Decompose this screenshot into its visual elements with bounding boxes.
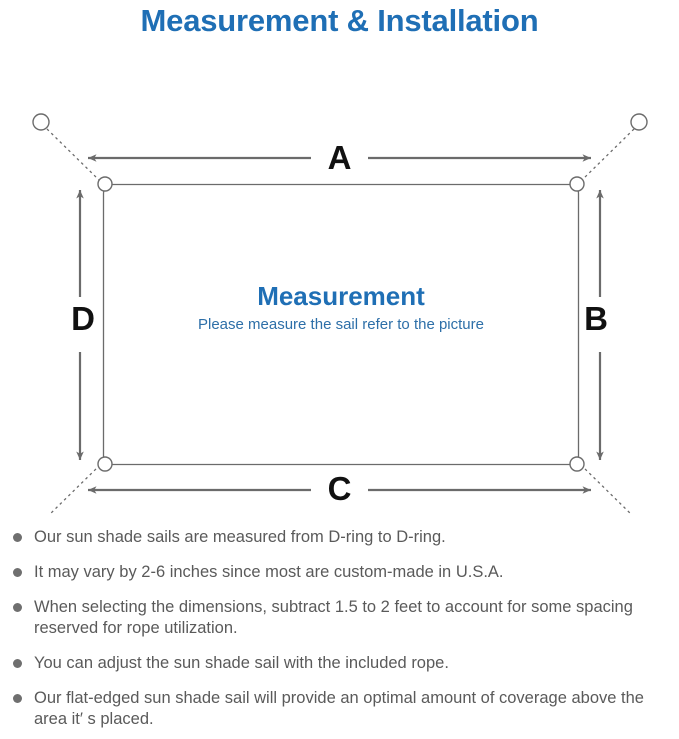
list-item: It may vary by 2-6 inches since most are… (10, 562, 665, 583)
d-ring-top-left-icon (97, 176, 113, 192)
diagram-canvas (32, 113, 648, 514)
note-text: Our sun shade sails are measured from D-… (34, 528, 446, 546)
anchor-top-left-icon (32, 113, 50, 131)
rope-top-left (46, 128, 101, 182)
note-text: Our flat-edged sun shade sail will provi… (34, 689, 644, 728)
note-text: When selecting the dimensions, subtract … (34, 598, 633, 637)
bullet-icon (13, 603, 22, 612)
d-ring-top-right-icon (569, 176, 585, 192)
d-rings (97, 176, 585, 472)
bullet-icon (13, 568, 22, 577)
rope-bottom-left (49, 464, 101, 514)
sail-body (102, 183, 580, 466)
anchor-top-right-icon (630, 113, 648, 131)
bullet-icon (13, 694, 22, 703)
page-title: Measurement & Installation (140, 3, 539, 38)
rope-bottom-right (580, 464, 632, 514)
d-ring-bottom-right-icon (569, 456, 585, 472)
rope-top-right (580, 128, 635, 182)
d-ring-bottom-left-icon (97, 456, 113, 472)
note-text: It may vary by 2-6 inches since most are… (34, 563, 504, 581)
list-item: Our sun shade sails are measured from D-… (10, 527, 665, 548)
list-item: Our flat-edged sun shade sail will provi… (10, 688, 665, 730)
bullet-icon (13, 533, 22, 542)
list-item: When selecting the dimensions, subtract … (10, 597, 665, 639)
measurement-diagram: Measurement Please measure the sail refe… (0, 44, 679, 514)
list-item: You can adjust the sun shade sail with t… (10, 653, 665, 674)
bullet-icon (13, 659, 22, 668)
rope-lines (46, 128, 635, 514)
anchor-points (32, 113, 648, 131)
notes-list: Our sun shade sails are measured from D-… (0, 527, 679, 730)
note-text: You can adjust the sun shade sail with t… (34, 654, 449, 672)
